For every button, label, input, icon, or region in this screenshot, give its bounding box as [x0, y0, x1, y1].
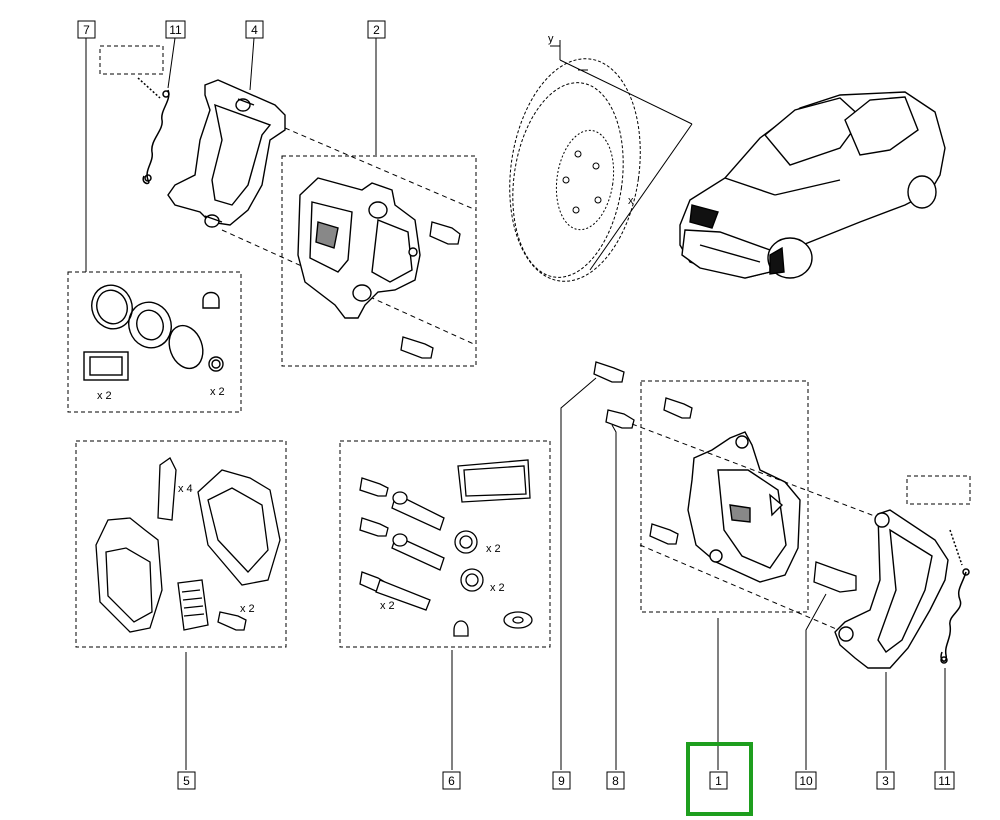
- svg-text:8: 8: [612, 774, 619, 788]
- brake-pad-kit-box: [75, 440, 287, 648]
- car-illustration: [679, 91, 946, 279]
- brake-disc: [509, 40, 693, 282]
- group-boxes: [67, 45, 971, 648]
- disc-axis-x: x: [628, 195, 634, 207]
- caliper-assembly-box: [281, 155, 477, 367]
- callout-7[interactable]: 7: [77, 20, 96, 39]
- note-box-right: [906, 475, 971, 505]
- svg-text:2: 2: [373, 23, 380, 37]
- leader-lines: [85, 37, 946, 770]
- wear-sensor-right: [940, 529, 970, 664]
- qty-clip-x4: x 4: [178, 483, 193, 495]
- callout-1[interactable]: 1: [686, 742, 753, 816]
- qty-pin-x2: x 2: [380, 600, 395, 612]
- svg-text:5: 5: [183, 774, 190, 788]
- caliper-body-top: [297, 177, 421, 319]
- qty-seal-kit-right: x 2: [210, 386, 225, 398]
- caliper-bracket-bottom: [834, 509, 949, 669]
- callout-2[interactable]: 2: [367, 20, 386, 39]
- caliper-new-box: [640, 380, 809, 613]
- callout-3[interactable]: 3: [876, 771, 895, 790]
- seal-kit-contents: [83, 284, 224, 381]
- qty-boot-x2-top: x 2: [486, 543, 501, 555]
- callout-8[interactable]: 8: [606, 771, 625, 790]
- svg-text:10: 10: [799, 774, 813, 788]
- svg-text:6: 6: [448, 774, 455, 788]
- callout-boxes: 7 11 4 2 5 6 9 8: [77, 20, 955, 816]
- piston-seal-kit-box: [67, 271, 242, 413]
- svg-text:4: 4: [251, 23, 258, 37]
- caliper-bolts-top: [400, 221, 461, 359]
- caliper-bolts-new: [593, 361, 857, 593]
- caliper-bracket-top: [167, 79, 286, 228]
- svg-text:1: 1: [715, 774, 722, 788]
- callout-5[interactable]: 5: [177, 771, 196, 790]
- callout-11-bottom[interactable]: 11: [934, 771, 955, 790]
- svg-text:11: 11: [169, 23, 182, 37]
- qty-boot-x2-mid: x 2: [490, 582, 505, 594]
- svg-text:7: 7: [83, 23, 90, 37]
- guide-pin-kit: [359, 459, 533, 637]
- callout-9[interactable]: 9: [552, 771, 571, 790]
- callout-4[interactable]: 4: [245, 20, 264, 39]
- callout-10[interactable]: 10: [795, 771, 817, 790]
- disc-axis-y: y: [548, 33, 554, 45]
- guide-pin-kit-box: [339, 440, 551, 648]
- svg-text:9: 9: [558, 774, 565, 788]
- qty-seal-kit-left: x 2: [97, 390, 112, 402]
- brake-pad-kit: [95, 457, 281, 633]
- wear-sensor-left: [137, 77, 170, 185]
- note-box-left: [99, 45, 164, 75]
- callout-11-top[interactable]: 11: [165, 20, 186, 39]
- selection-highlight: [686, 742, 753, 816]
- callout-6[interactable]: 6: [442, 771, 461, 790]
- svg-text:11: 11: [938, 774, 951, 788]
- svg-text:3: 3: [882, 774, 889, 788]
- new-caliper-dash-guides: [631, 423, 886, 641]
- caliper-new: [687, 431, 801, 583]
- qty-pad-bolt-x2: x 2: [240, 603, 255, 615]
